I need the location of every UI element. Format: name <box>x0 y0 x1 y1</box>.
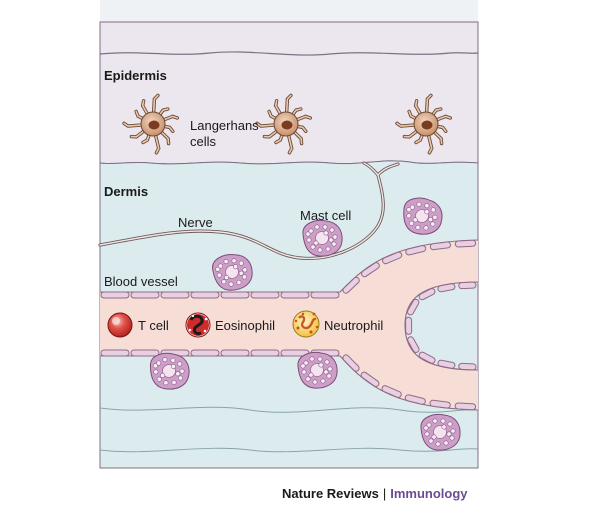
endothelial-cell <box>405 316 413 335</box>
dermis-bottom-band-2 <box>99 447 479 453</box>
endothelial-cells <box>100 239 477 411</box>
langerhans-cells <box>122 93 452 155</box>
endothelial-cell <box>220 349 250 357</box>
endothelial-cell <box>418 288 436 301</box>
endothelial-cell <box>454 402 477 411</box>
endothelial-cell <box>361 262 380 278</box>
endothelial-cell <box>360 371 380 388</box>
t-cell-label: T cell <box>138 318 169 333</box>
blood-vessel <box>100 240 478 410</box>
endothelial-cell <box>342 276 360 294</box>
mast-cells <box>149 197 461 451</box>
endothelial-cell <box>160 291 190 299</box>
eosinophil <box>185 312 211 338</box>
endothelial-cell <box>310 291 340 299</box>
endothelial-cell <box>407 336 420 353</box>
credit-separator: | <box>382 486 387 501</box>
mast-cell-label: Mast cell <box>300 208 352 223</box>
neutrophil <box>292 310 320 338</box>
endothelial-cell <box>458 362 477 371</box>
langerhans-cells-label: cells <box>190 134 217 149</box>
endothelial-cell <box>190 349 220 357</box>
endothelial-cell <box>220 291 250 299</box>
endothelial-cell <box>454 239 477 248</box>
eosinophil-label: Eosinophil <box>215 318 275 333</box>
mast-cell <box>302 220 343 257</box>
endothelial-cell <box>406 298 420 316</box>
epidermis-label: Epidermis <box>104 68 167 83</box>
endothelial-cell <box>130 291 160 299</box>
endothelial-cell <box>100 291 130 299</box>
endothelial-cell <box>250 291 280 299</box>
mast-cell <box>212 254 253 291</box>
endothelial-cell <box>437 283 456 293</box>
vessel-wall-inner-loop <box>404 281 479 371</box>
t-cell <box>107 312 133 338</box>
top-margin <box>100 0 478 22</box>
endothelial-cell <box>405 245 427 256</box>
mast-cell <box>403 197 443 235</box>
endothelial-cell <box>418 351 436 364</box>
langerhans-label: Langerhans <box>190 118 259 133</box>
endothelial-cell <box>280 291 310 299</box>
langerhans-cell <box>122 93 179 155</box>
endothelial-cell <box>381 385 402 398</box>
nerve-inner <box>99 162 399 260</box>
journal-name: Immunology <box>390 486 468 501</box>
endothelial-cell <box>100 349 130 357</box>
mast-cell <box>420 414 461 451</box>
langerhans-cell <box>395 93 452 155</box>
dermis-label: Dermis <box>104 184 149 199</box>
endothelial-cell <box>382 251 403 265</box>
nerve-label: Nerve <box>178 215 213 230</box>
dermis-bottom-band <box>99 406 479 413</box>
epidermis-top-edge <box>99 51 479 56</box>
endothelial-cell <box>250 349 280 357</box>
blood-vessel-label: Blood vessel <box>104 274 178 289</box>
journal-credit: Nature Reviews|Immunology <box>282 486 468 501</box>
endothelial-cell <box>404 394 426 405</box>
endothelial-cell <box>342 354 360 372</box>
mast-cell <box>297 352 338 389</box>
endothelial-cell <box>429 399 451 409</box>
mast-cell <box>149 352 190 390</box>
endothelial-cell <box>130 349 160 357</box>
neutrophil-label: Neutrophil <box>324 318 384 333</box>
endothelial-cell <box>458 281 477 290</box>
publisher-name: Nature Reviews <box>282 486 379 501</box>
langerhans-cell <box>255 93 312 155</box>
endothelial-cell <box>190 291 220 299</box>
endothelial-cell <box>437 359 456 369</box>
